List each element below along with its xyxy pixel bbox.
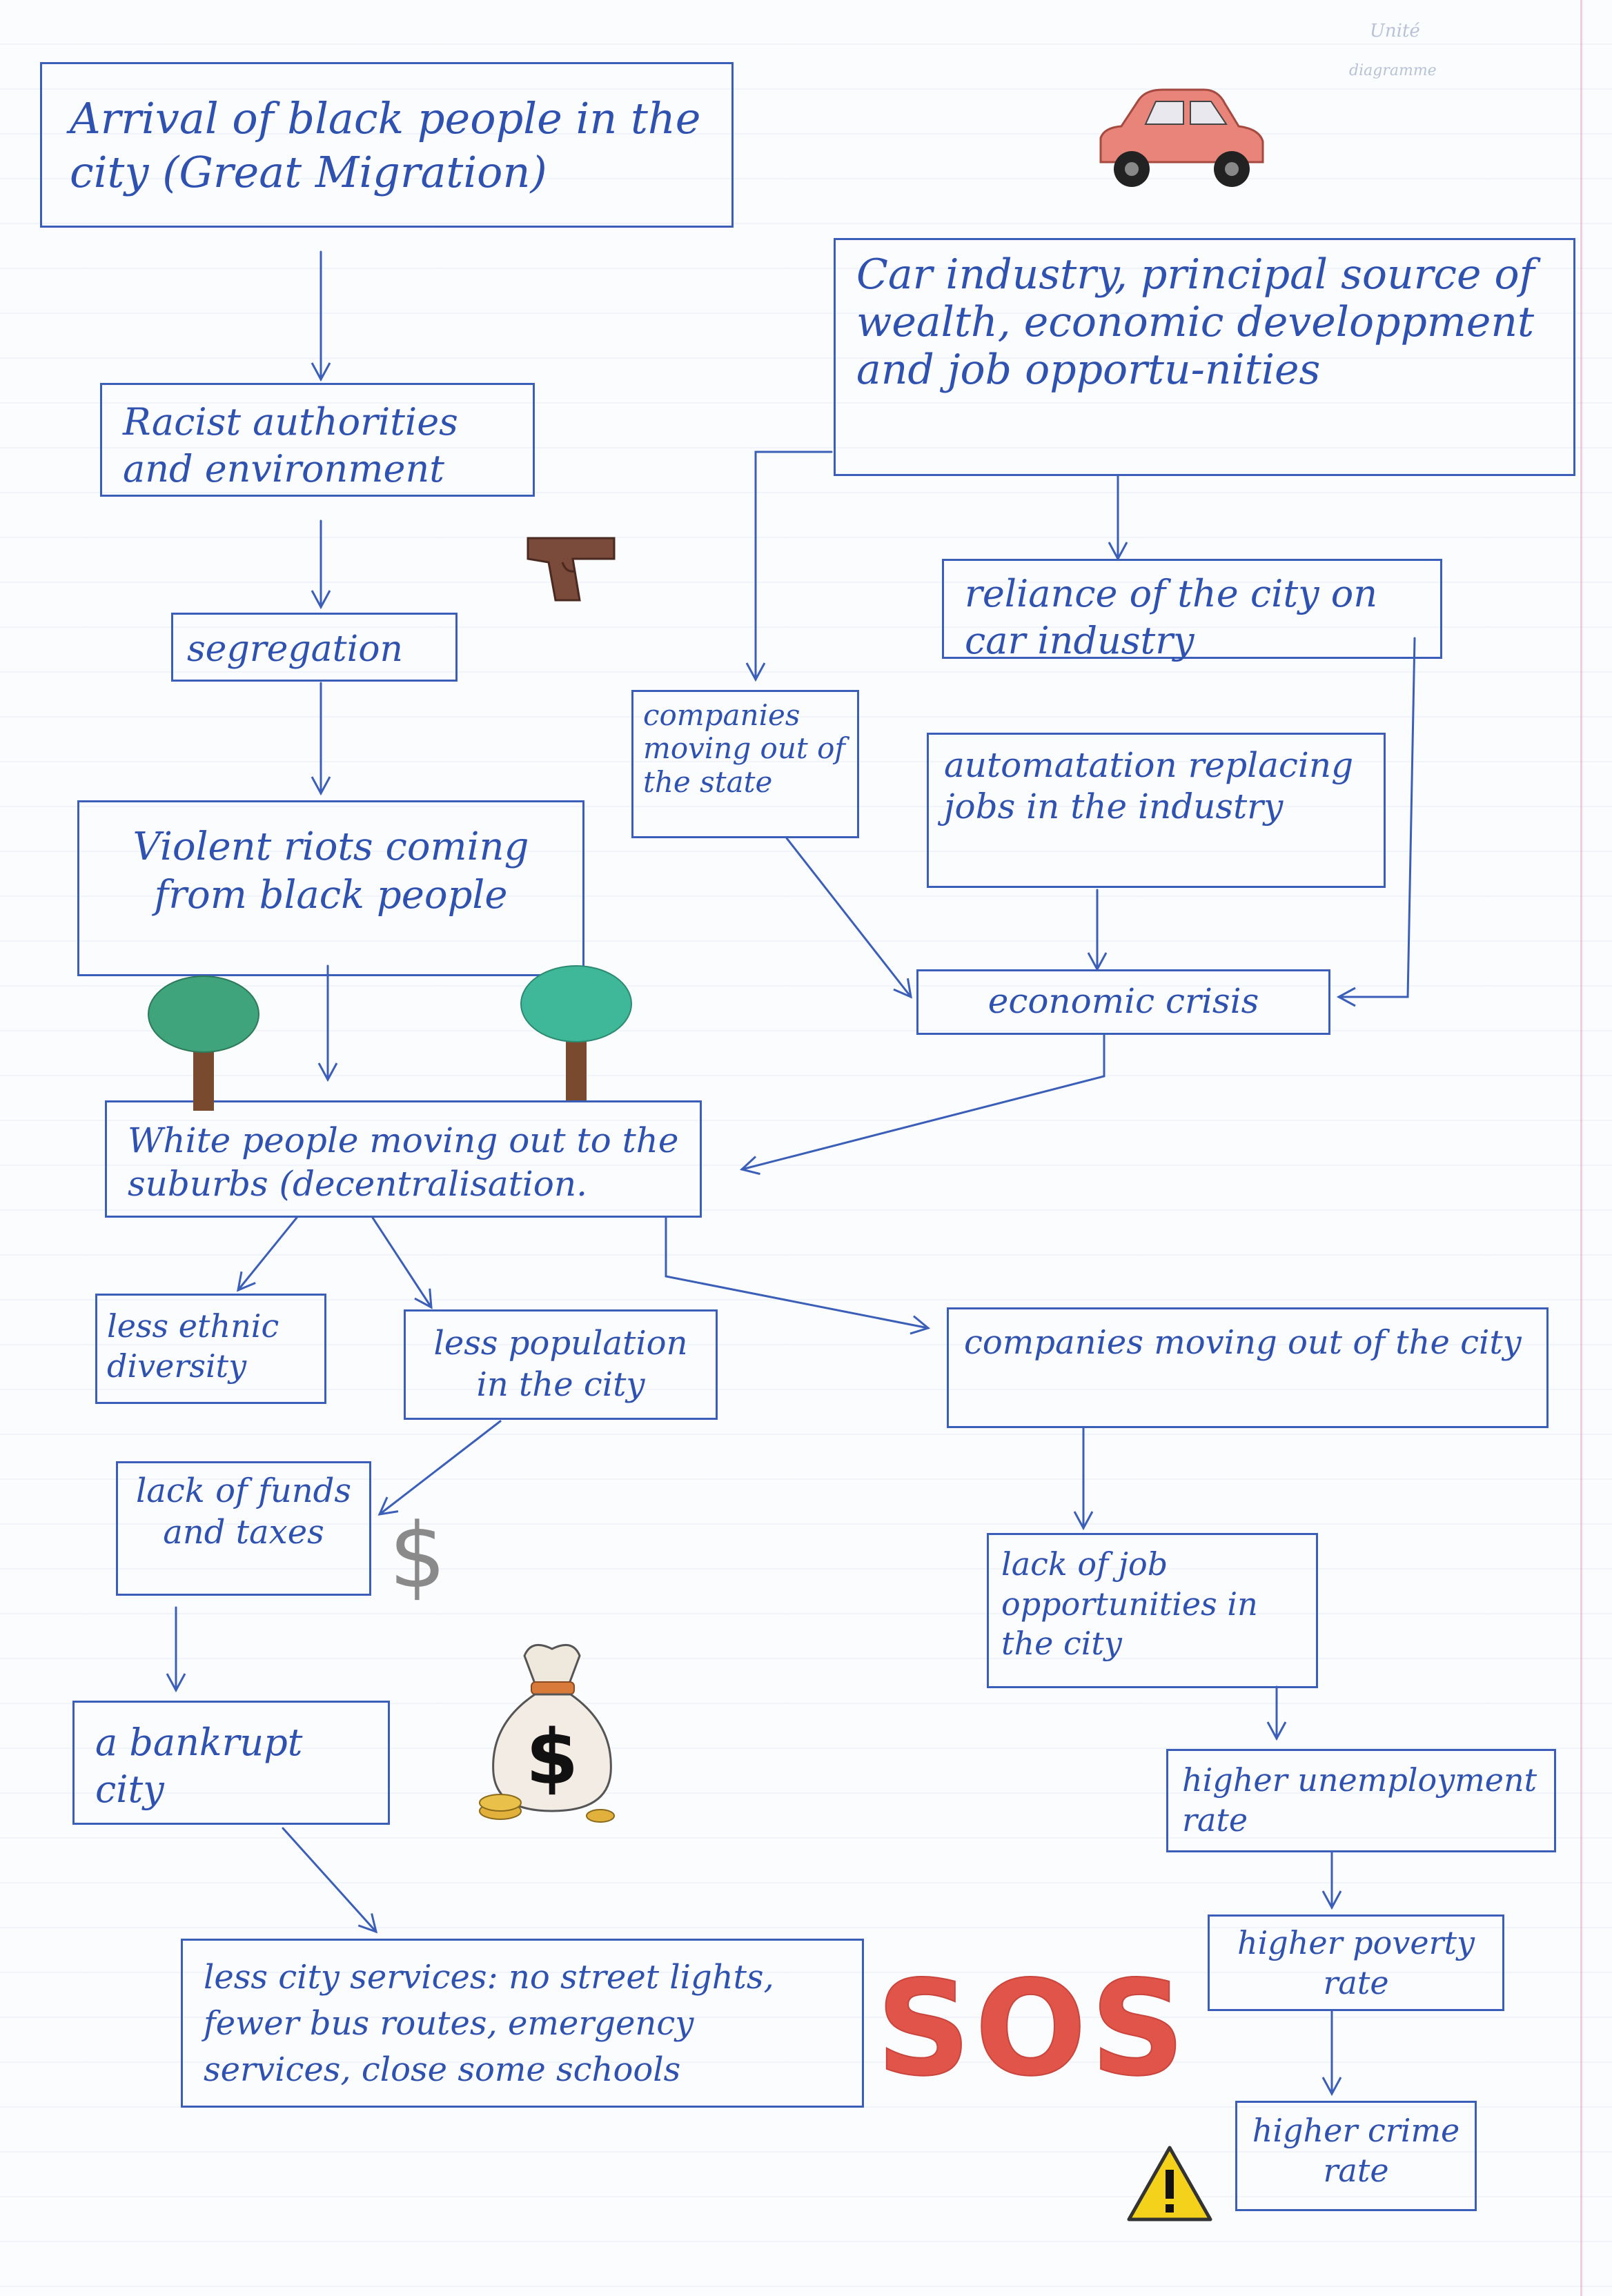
corner-note-2: diagramme	[1349, 62, 1437, 79]
svg-text:$: $	[526, 1713, 579, 1801]
box-segregation: segregation	[171, 613, 458, 682]
box-higher-unemployment: higher unemployment rate	[1166, 1749, 1556, 1852]
dollar-icon: $	[389, 1504, 446, 1607]
box-lack-funds: lack of funds and taxes	[116, 1461, 371, 1596]
car-icon	[1099, 88, 1264, 187]
box-less-city-services: less city services: no street lights, fe…	[181, 1939, 864, 2108]
box-lack-jobs: lack of job opportunities in the city	[987, 1533, 1318, 1688]
box-higher-crime: higher crime rate	[1235, 2101, 1477, 2211]
corner-note-1: Unité	[1370, 21, 1420, 41]
box-less-ethnic-diversity: less ethnic diversity	[95, 1294, 326, 1404]
box-white-flight: White people moving out to the suburbs (…	[105, 1100, 702, 1218]
margin-line	[1580, 0, 1582, 2296]
arrow-companies-state-crisis	[785, 837, 912, 999]
arrow-reliance-crisis	[1336, 637, 1416, 1007]
box-violent-riots: Violent riots coming from black people	[77, 800, 584, 976]
arrow-whiteflight-ethnic	[237, 1216, 298, 1292]
box-higher-poverty: higher poverty rate	[1208, 1914, 1504, 2011]
gun-icon	[527, 537, 616, 602]
box-less-population: less population in the city	[404, 1309, 718, 1420]
box-great-migration: Arrival of black people in the city (Gre…	[40, 62, 734, 228]
tree-icon	[520, 965, 632, 1100]
arrow-car-companies-state	[745, 451, 833, 682]
arrow-bankrupt-services	[282, 1827, 378, 1934]
arrow-whiteflight-population	[371, 1216, 433, 1309]
sos-text: SOS	[876, 1952, 1190, 2106]
box-bankrupt-city: a bankrupt city	[72, 1701, 390, 1825]
arrow-whiteflight-companies	[665, 1216, 931, 1335]
box-reliance: reliance of the city on car industry	[942, 559, 1442, 662]
tree-icon	[148, 976, 259, 1111]
box-racist-authorities: Racist authorities and environment	[100, 383, 535, 497]
money-bag-icon: $	[479, 1643, 615, 1823]
box-companies-state: companies moving out of the state	[631, 690, 859, 838]
svg-text:$: $	[389, 1504, 446, 1607]
box-car-industry: Car industry, principal source of wealth…	[834, 238, 1575, 476]
arrow-crisis-whiteflight	[739, 1033, 1105, 1176]
box-economic-crisis: economic crisis	[916, 969, 1330, 1035]
box-automation: automatation replacing jobs in the indus…	[927, 733, 1386, 888]
arrow-population-funds	[377, 1420, 502, 1516]
box-companies-city: companies moving out of the city	[947, 1307, 1549, 1428]
warning-icon	[1127, 2146, 1212, 2221]
